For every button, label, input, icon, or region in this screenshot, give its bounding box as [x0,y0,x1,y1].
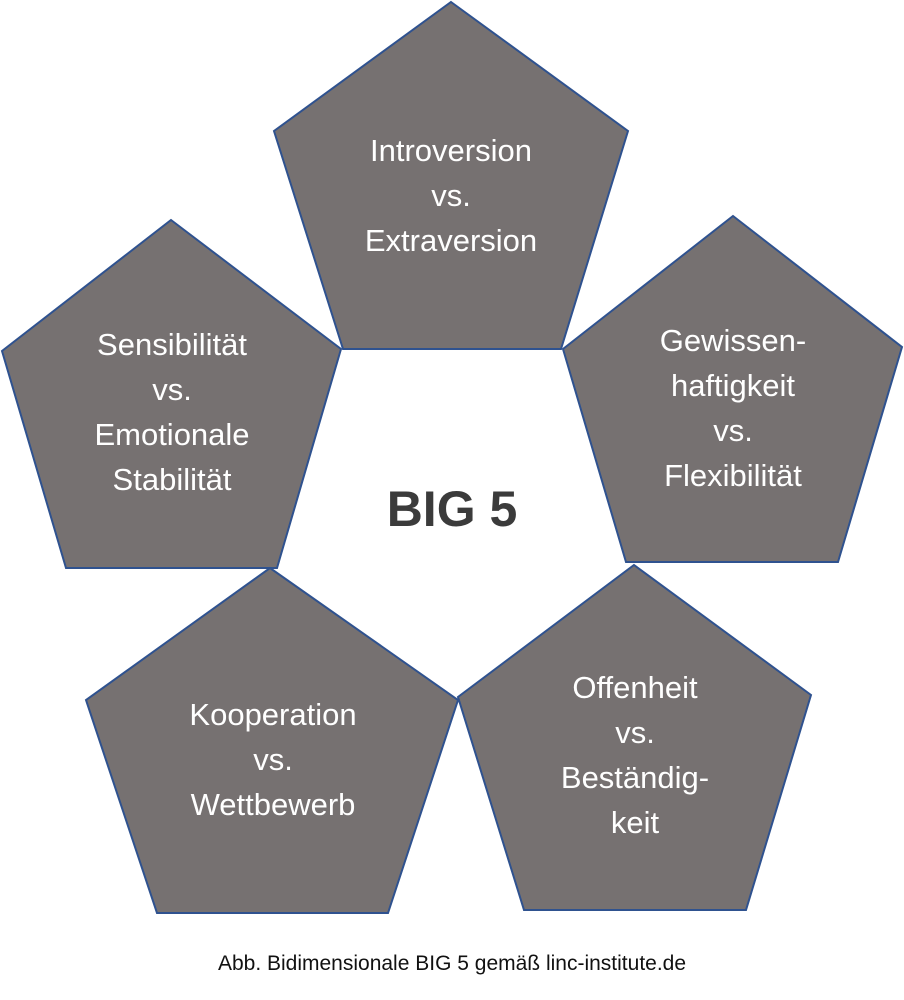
label-line: Stabilität [112,462,232,497]
label-line: vs. [253,742,293,777]
label-line: vs. [152,372,192,407]
label-offenheit: Offenheit vs. Beständig- keit [485,665,785,845]
label-line: Beständig- [560,760,710,795]
label-introversion: Introversion vs. Extraversion [301,128,601,263]
pentagon-gewissenhaftigkeit [561,214,904,563]
label-kooperation: Kooperation vs. Wettbewerb [123,692,423,827]
center-title: BIG 5 [386,481,518,537]
label-line: vs. [431,178,471,213]
label-line: Gewissen- [659,323,807,358]
label-line: vs. [615,715,655,750]
figure-caption: Abb. Bidimensionale BIG 5 gemäß linc-ins… [217,952,687,975]
label-gewissenhaftigkeit: Gewissen- haftigkeit vs. Flexibilität [583,318,883,498]
label-line: haftigkeit [670,368,796,403]
label-line: keit [610,805,660,840]
label-line: vs. [713,413,753,448]
label-line: Sensibilität [97,327,247,362]
label-line: Offenheit [572,670,698,705]
label-line: Emotionale [94,417,250,452]
label-line: Introversion [370,133,532,168]
label-line: Flexibilität [664,458,802,493]
pentagon-introversion [272,0,630,350]
label-line: Kooperation [189,697,357,732]
pentagon-sensibilitaet [0,218,343,569]
pentagon-kooperation [84,566,460,914]
label-sensibilitaet: Sensibilität vs. Emotionale Stabilität [22,322,322,502]
pentagon-offenheit [456,563,813,911]
label-line: Wettbewerb [190,787,356,822]
label-line: Extraversion [364,223,538,258]
